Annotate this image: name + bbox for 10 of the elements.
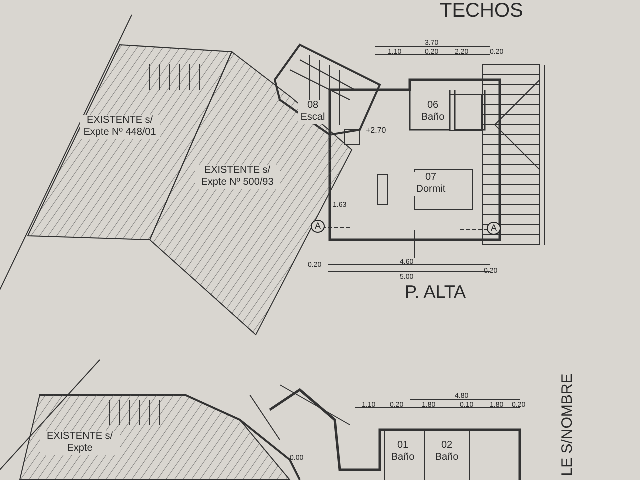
room-label: EXISTENTE s/ Expte Nº 448/01 <box>80 115 160 139</box>
plan-title: TECHOS <box>440 1 524 21</box>
plan-title: P. ALTA <box>405 283 466 301</box>
room-label: EXISTENTE s/ Expte Nº 500/93 <box>195 165 280 189</box>
section-marker: A <box>311 220 326 233</box>
section-marker: A <box>487 222 502 235</box>
room-label: EXISTENTE s/ Expte <box>40 431 120 455</box>
level-mark: +2.70 <box>366 127 386 135</box>
street-name: LE S/NOMBRE <box>560 374 575 476</box>
room-label: 08 Escal <box>298 100 328 124</box>
